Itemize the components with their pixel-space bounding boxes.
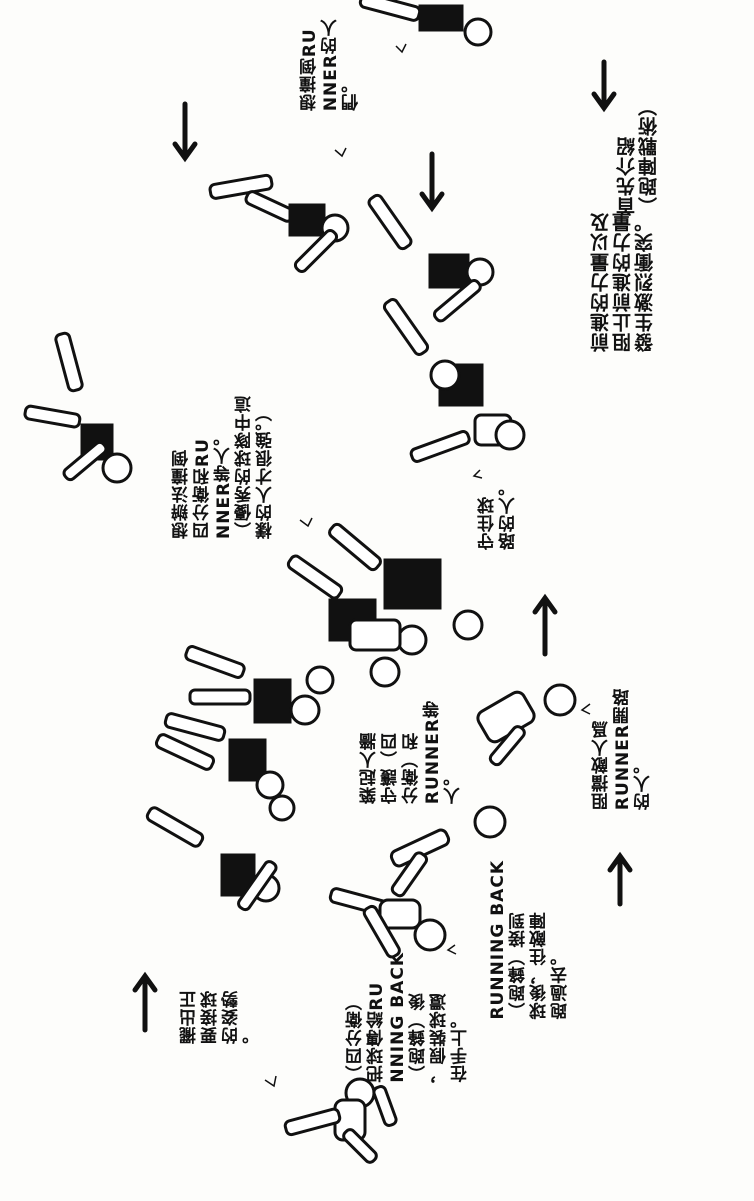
- player-figure: [358, 0, 493, 47]
- player-figure: [328, 887, 447, 959]
- player-figure: [283, 1077, 398, 1164]
- arrow-down-icon: [591, 59, 617, 113]
- arrow-up-icon: [132, 971, 158, 1033]
- arrow-up-icon: [607, 851, 633, 907]
- player-figure: [208, 173, 350, 274]
- player-pile: [145, 522, 484, 912]
- player-figure: [367, 193, 495, 323]
- player-figure: [23, 331, 133, 484]
- arrow-down-icon: [172, 101, 198, 163]
- player-figure: [389, 805, 507, 898]
- arrow-up-icon: [532, 593, 558, 657]
- player-figure: [476, 683, 577, 767]
- player-figure: [382, 298, 526, 463]
- pointer-marks: [264, 43, 591, 1088]
- arrow-down-icon: [419, 151, 445, 213]
